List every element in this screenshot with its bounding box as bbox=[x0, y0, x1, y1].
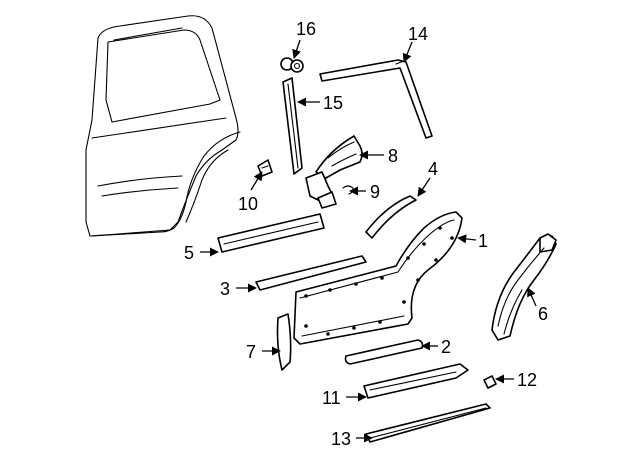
part-2-small-moulding bbox=[344, 339, 424, 365]
part-13-sill-strip bbox=[365, 403, 491, 443]
callout-6: 6 bbox=[538, 304, 548, 324]
callout-12: 12 bbox=[517, 370, 537, 390]
callout-13: 13 bbox=[331, 429, 351, 449]
callout-5: 5 bbox=[184, 243, 194, 263]
part-16-clip bbox=[280, 57, 304, 73]
part-9-clip bbox=[342, 185, 354, 195]
callout-10: 10 bbox=[238, 194, 258, 214]
part-11-lower-rocker bbox=[363, 363, 469, 399]
callout-3: 3 bbox=[220, 279, 230, 299]
part-3-thin-moulding bbox=[255, 255, 367, 291]
part-12-clip bbox=[483, 375, 497, 389]
part-10-bracket bbox=[257, 159, 273, 177]
callout-1: 1 bbox=[478, 231, 488, 251]
leader-lines bbox=[200, 39, 537, 443]
callout-11: 11 bbox=[322, 388, 341, 408]
callout-2: 2 bbox=[441, 337, 451, 357]
callout-7: 7 bbox=[246, 342, 256, 362]
callout-4: 4 bbox=[428, 159, 438, 179]
part-4-arch-moulding bbox=[365, 195, 417, 239]
callout-15: 15 bbox=[323, 93, 343, 113]
callout-8: 8 bbox=[388, 146, 398, 166]
part-7-end-cap bbox=[276, 313, 292, 371]
part-6-quarter-flare bbox=[491, 233, 557, 341]
part-5-rocker-strip bbox=[217, 213, 325, 253]
callout-9: 9 bbox=[370, 182, 380, 202]
vehicle-body-outline bbox=[85, 15, 241, 237]
callout-16: 16 bbox=[296, 19, 316, 39]
part-15-pillar-moulding bbox=[282, 77, 303, 175]
part-1-door-moulding bbox=[293, 211, 463, 345]
callout-14: 14 bbox=[408, 24, 428, 44]
part-8-flare-extension bbox=[305, 135, 363, 209]
